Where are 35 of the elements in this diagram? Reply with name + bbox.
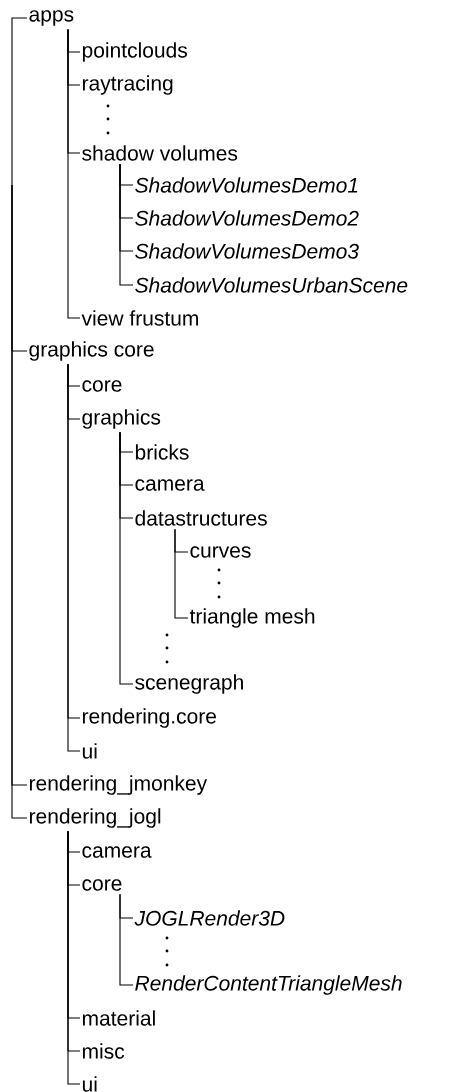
tree-connector [119, 893, 134, 986]
folder-label: graphics [82, 409, 161, 429]
folder-label: ShadowVolumesDemo3 [135, 243, 359, 259]
tree-connector [119, 431, 134, 685]
folder-label: ShadowVolumesDemo1 [135, 177, 358, 193]
folder-label: shadow volumes [82, 145, 238, 161]
folder-label: curves [190, 546, 251, 558]
folder-label: raytracing [82, 75, 173, 95]
folder-label: core [82, 380, 122, 392]
folder-label: view frustum [81, 310, 198, 326]
folder-label: graphics core [29, 341, 154, 361]
folder-label: pointclouds [82, 42, 187, 62]
tree-connector [174, 528, 189, 619]
folder-label: ui [82, 743, 97, 759]
folder-label: scenegraph [135, 674, 243, 694]
folder-label: misc [82, 1043, 125, 1059]
folder-label: bricks [135, 444, 189, 460]
folder-label: material [82, 1010, 155, 1026]
folder-label: rendering_jmonkey [29, 775, 208, 795]
folder-label: apps [29, 10, 74, 26]
folder-label: camera [135, 479, 205, 491]
tree-connector [11, 17, 28, 186]
folder-label: ShadowVolumesDemo2 [135, 210, 359, 226]
folder-label: ui [82, 1076, 97, 1092]
folder-label: datastructures [135, 510, 267, 526]
folder-label: rendering_jogl [29, 808, 161, 828]
folder-label: camera [82, 846, 152, 858]
folder-label: JOGLRender3D [134, 910, 285, 926]
folder-label: core [82, 879, 122, 891]
folder-label: ShadowVolumesUrbanScene [135, 277, 408, 293]
tree-connector [67, 28, 81, 319]
folder-label: triangle mesh [189, 608, 315, 628]
tree-connector [119, 163, 134, 286]
folder-label: RenderContentTriangleMesh [135, 975, 402, 995]
folder-label: rendering.core [82, 708, 216, 728]
